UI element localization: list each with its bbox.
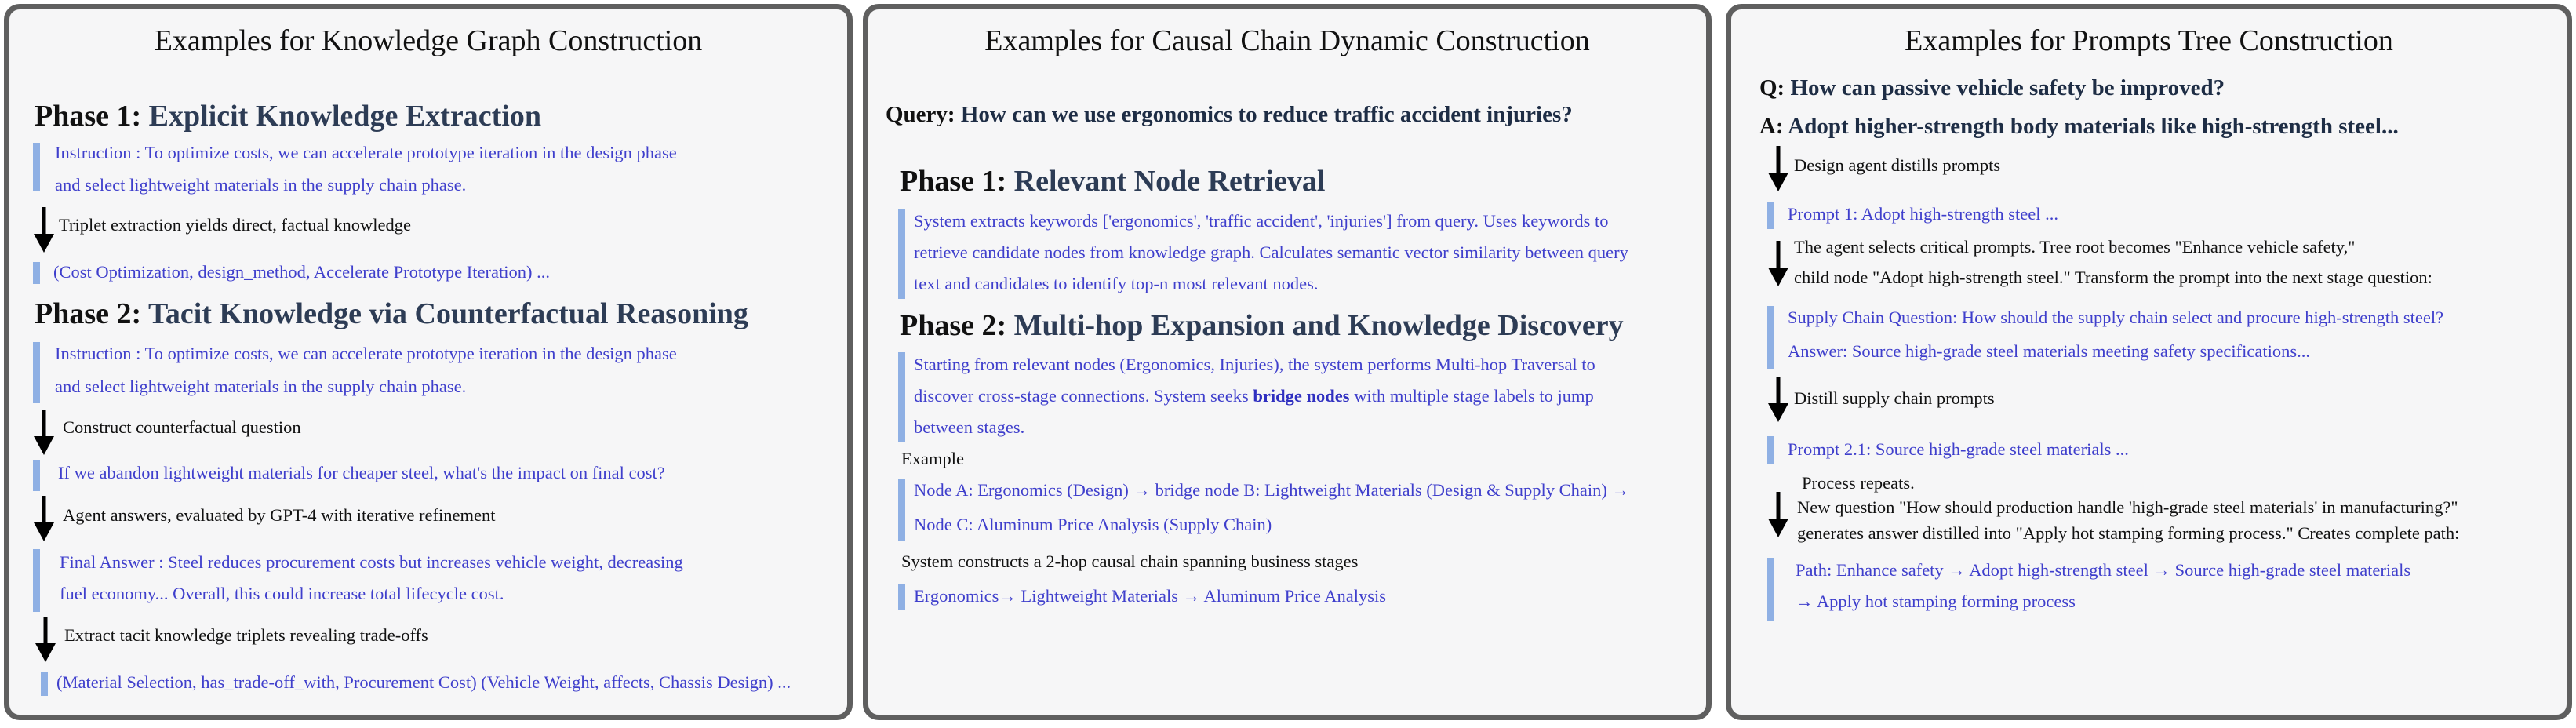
phase-2-heading: Phase 2: Multi-hop Expansion and Knowled… xyxy=(900,309,1624,342)
step-label: child node "Adopt high-strength steel." … xyxy=(1794,268,2432,287)
triplet-line: (Cost Optimization, design_method, Accel… xyxy=(53,262,550,282)
description-line: System extracts keywords ['ergonomics', … xyxy=(914,211,1609,231)
step-label: Construct counterfactual question xyxy=(63,417,301,437)
quote-bar xyxy=(898,209,905,299)
question-line: If we abandon lightweight materials for … xyxy=(58,463,665,482)
quote-bar xyxy=(33,549,40,612)
phase-2-heading: Phase 2: Tacit Knowledge via Counterfact… xyxy=(35,297,748,330)
step-label: Extract tacit knowledge triplets reveali… xyxy=(64,625,428,645)
down-arrow-icon xyxy=(1768,377,1788,422)
step-label: The agent selects critical prompts. Tree… xyxy=(1794,237,2356,257)
step-label: generates answer distilled into "Apply h… xyxy=(1797,523,2460,543)
supply-chain-question: Supply Chain Question: How should the su… xyxy=(1788,308,2444,327)
instruction-line: Instruction : To optimize costs, we can … xyxy=(55,143,677,162)
step-label: Distill supply chain prompts xyxy=(1794,388,1995,408)
answer-line: fuel economy... Overall, this could incr… xyxy=(60,584,504,603)
instruction-line: and select lightweight materials in the … xyxy=(55,377,467,396)
path-line: Path: Enhance safety → Adopt high-streng… xyxy=(1796,560,2411,580)
quote-bar xyxy=(1767,202,1774,229)
panel-title: Examples for Causal Chain Dynamic Constr… xyxy=(984,24,1590,57)
example-label: Example xyxy=(901,449,964,468)
panel-title: Examples for Knowledge Graph Constructio… xyxy=(154,24,703,57)
step-label: Triplet extraction yields direct, factua… xyxy=(59,215,412,235)
panel-title: Examples for Prompts Tree Construction xyxy=(1905,24,2393,57)
quote-bar xyxy=(33,262,40,284)
down-arrow-icon xyxy=(34,207,54,253)
chain-caption: System constructs a 2-hop causal chain s… xyxy=(901,551,1359,571)
chain-line: Ergonomics→ Lightweight Materials → Alum… xyxy=(914,586,1387,606)
quote-bar xyxy=(1767,306,1774,369)
down-arrow-icon xyxy=(34,496,54,541)
answer-line: Final Answer : Steel reduces procurement… xyxy=(60,552,683,572)
instruction-line: Instruction : To optimize costs, we can … xyxy=(55,344,677,363)
down-arrow-icon xyxy=(1768,241,1788,286)
quote-bar xyxy=(898,584,905,610)
down-arrow-icon xyxy=(1768,146,1788,191)
step-label: Agent answers, evaluated by GPT-4 with i… xyxy=(63,505,496,525)
node-chain-line: Node A: Ergonomics (Design) → bridge nod… xyxy=(914,480,1629,500)
quote-bar xyxy=(1767,558,1774,621)
knowledge-graph-panel: Examples for Knowledge Graph Constructio… xyxy=(4,4,853,720)
description-line: retrieve candidate nodes from knowledge … xyxy=(914,242,1628,262)
path-line: → Apply hot stamping forming process xyxy=(1796,592,2076,611)
query-line: Query: How can we use ergonomics to redu… xyxy=(886,102,1573,127)
prompts-tree-panel: Examples for Prompts Tree Construction Q… xyxy=(1726,4,2572,720)
description-line: text and candidates to identify top-n mo… xyxy=(914,274,1319,293)
quote-bar xyxy=(33,143,40,191)
quote-bar xyxy=(1767,436,1774,464)
quote-bar xyxy=(33,342,40,403)
causal-chain-panel: Examples for Causal Chain Dynamic Constr… xyxy=(863,4,1712,720)
prompt-line: Prompt 1: Adopt high-strength steel ... xyxy=(1788,204,2058,224)
quote-bar xyxy=(898,479,905,541)
description-line: Starting from relevant nodes (Ergonomics… xyxy=(914,355,1595,374)
down-arrow-icon xyxy=(34,410,54,455)
quote-bar xyxy=(41,672,48,696)
prompt-line: Prompt 2.1: Source high-grade steel mate… xyxy=(1788,439,2129,459)
description-line: between stages. xyxy=(914,417,1025,437)
triplet-line: (Material Selection, has_trade-off_with,… xyxy=(56,672,791,692)
quote-bar xyxy=(898,352,905,442)
answer-line: A: Adopt higher-strength body materials … xyxy=(1759,114,2399,139)
phase-1-heading: Phase 1: Relevant Node Retrieval xyxy=(900,165,1326,198)
description-line: discover cross-stage connections. System… xyxy=(914,386,1594,406)
step-label: New question "How should production hand… xyxy=(1797,497,2458,517)
question-line: Q: How can passive vehicle safety be imp… xyxy=(1759,75,2225,100)
node-chain-line: Node C: Aluminum Price Analysis (Supply … xyxy=(914,515,1272,534)
instruction-line: and select lightweight materials in the … xyxy=(55,175,467,195)
phase-1-heading: Phase 1: Explicit Knowledge Extraction xyxy=(35,100,541,133)
down-arrow-icon xyxy=(35,617,56,662)
bridge-nodes-term: bridge nodes xyxy=(1253,386,1350,406)
step-label: Design agent distills prompts xyxy=(1794,155,2001,175)
supply-chain-answer: Answer: Source high-grade steel material… xyxy=(1788,341,2311,361)
step-label: Process repeats. xyxy=(1802,473,1915,493)
down-arrow-icon xyxy=(1768,492,1788,537)
quote-bar xyxy=(33,460,40,491)
